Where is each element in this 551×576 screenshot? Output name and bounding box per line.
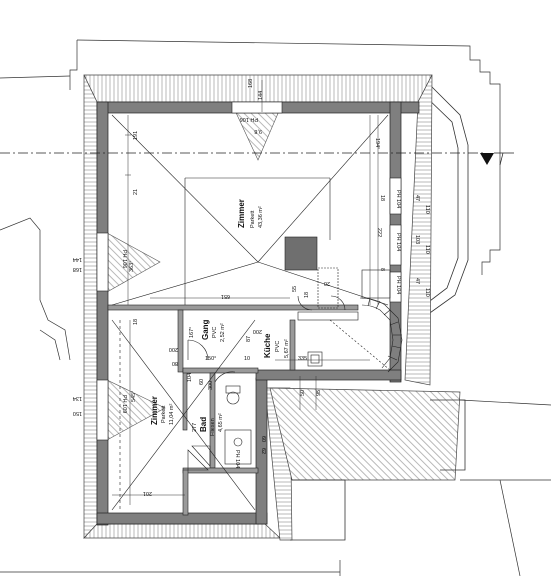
dim-18c: 18 <box>304 292 310 298</box>
dim-201: 201 <box>143 490 152 496</box>
room-area: 5,67 m² <box>284 339 290 358</box>
dim-104: 104 <box>187 373 193 382</box>
room-name: Bad <box>199 417 208 432</box>
window-dim-a: 144 <box>73 256 82 262</box>
window-dim-b: 110 <box>424 288 430 297</box>
dimension-lines <box>112 80 379 505</box>
dim-200b: 200 <box>253 328 262 334</box>
window-right-3: PH 104 47 110 <box>395 276 430 297</box>
room-floor: Parkett <box>161 405 167 423</box>
dim-20: 20 <box>324 280 330 286</box>
ceiling-lines <box>111 114 391 511</box>
window-code: PH 104 <box>395 233 401 251</box>
dim-95: 95 <box>316 390 322 396</box>
dim-651: 651 <box>221 293 230 299</box>
window-dim-a: 60 <box>260 436 266 442</box>
dim-150: 150° <box>205 356 216 362</box>
window-right-1: PH 104 47 110 <box>395 190 430 214</box>
window-dim-a: 134 <box>73 395 82 401</box>
window-sill: 9,8 <box>254 128 262 134</box>
doors <box>187 295 346 383</box>
dim-18a: 18 <box>379 195 385 201</box>
window-code: PH 109 <box>121 395 127 413</box>
roof <box>83 74 461 541</box>
room-area: 2,52 m² <box>220 323 226 342</box>
roof-annex <box>290 399 466 541</box>
dim-8: 8 <box>379 268 385 271</box>
room-floor: PVC <box>275 341 281 352</box>
dim-277: 277 <box>192 423 198 432</box>
kitchen-fixtures <box>297 267 391 367</box>
dim-194: 194° <box>374 138 380 149</box>
window-openings <box>96 101 402 441</box>
dim-50: 50 <box>300 390 306 396</box>
room-zimmer-2: Zimmer Parkett 11,04 m² <box>150 396 175 425</box>
dim-87: 87 <box>246 336 252 342</box>
dim-335: 335 <box>298 356 307 362</box>
dim-167: 167° <box>189 327 195 338</box>
dim-191: 191 <box>133 131 139 140</box>
section-line <box>0 152 514 166</box>
dim-363: 363° <box>129 261 135 272</box>
dimension-labels: 191 21 18 18 194° 222 8 363° 651 55 20 1… <box>129 131 385 496</box>
dim-18b: 18 <box>133 319 139 325</box>
room-area: 43,36 m² <box>258 206 264 228</box>
site-outline <box>0 39 551 576</box>
room-floor: PVC <box>212 327 218 338</box>
bay-window <box>417 84 469 321</box>
window-left-upper: PH 106 144 168 <box>73 250 127 272</box>
window-code: PH 104 <box>395 190 401 208</box>
window-dim-a: 103 <box>414 235 420 244</box>
room-kueche: Küche PVC 5,67 m² <box>263 333 290 358</box>
window-left-lower: PH 109 134 150 <box>73 395 127 416</box>
inner-walls <box>107 236 359 516</box>
bath-fixtures <box>187 385 252 471</box>
window-code: PH 106 <box>240 116 258 122</box>
window-code: PH 104 <box>395 276 401 294</box>
room-bad: Bad Fliesen 4,65 m² <box>199 413 224 436</box>
window-top: PH 106 168 144 9,8 <box>240 79 264 134</box>
window-dim-b: 144 <box>258 91 264 100</box>
room-name: Zimmer <box>237 199 246 228</box>
window-code: PH 104 <box>234 450 240 468</box>
room-floor: Fliesen <box>210 418 216 436</box>
room-zimmer: Zimmer Parkett 43,36 m² <box>237 199 264 228</box>
room-floor: Parkett <box>250 210 256 228</box>
room-area: 4,65 m² <box>218 413 224 432</box>
window-dim-b: 150 <box>73 410 82 416</box>
dim-80: 80 <box>172 360 178 366</box>
room-name: Zimmer <box>150 396 159 425</box>
window-code: PH 106 <box>121 250 127 268</box>
window-dim-b: 110 <box>424 245 430 254</box>
dim-60: 60 <box>199 379 205 385</box>
dim-21: 21 <box>133 189 139 195</box>
window-dim-b: 62 <box>260 448 266 454</box>
room-name: Gang <box>201 319 210 340</box>
room-gang: Gang PVC 2,52 m² <box>201 319 226 342</box>
dim-300: 300 <box>208 381 214 390</box>
dim-10: 10 <box>244 356 250 362</box>
window-dim-a: 168 <box>248 79 254 88</box>
window-right-2: PH 104 103 110 <box>395 233 430 254</box>
window-bath: PH 104 60 62 <box>234 436 266 468</box>
dim-55: 55 <box>292 286 298 292</box>
window-dim-a: 47 <box>414 278 420 284</box>
dim-222: 222 <box>376 228 382 237</box>
window-dim-a: 47 <box>414 195 420 201</box>
window-dim-b: 110 <box>424 205 430 214</box>
window-dim-b: 168 <box>73 266 82 272</box>
dim-200a: 200 <box>169 346 178 352</box>
room-name: Küche <box>263 333 272 358</box>
room-area: 11,04 m² <box>169 404 175 425</box>
dim-545: 545° <box>131 391 137 402</box>
